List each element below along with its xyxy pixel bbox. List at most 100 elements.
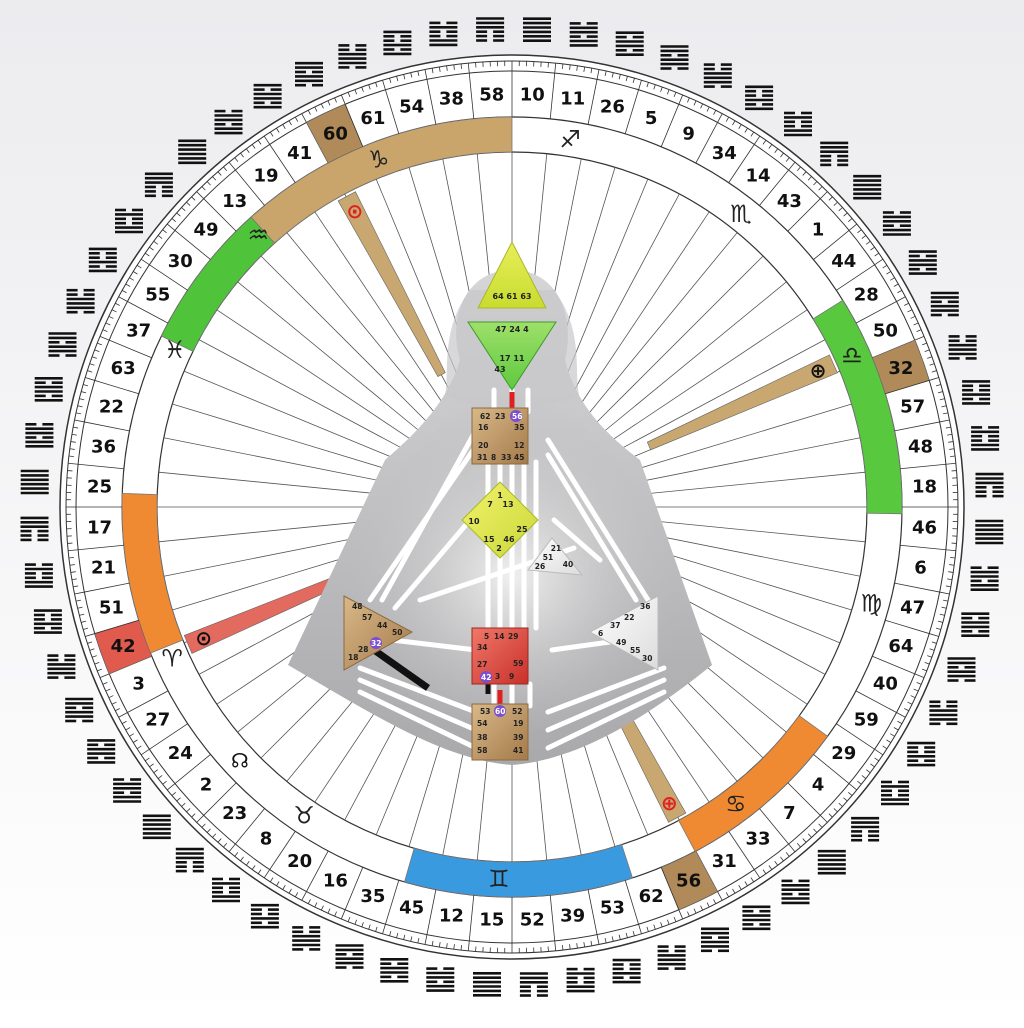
g-gate: 15 — [483, 535, 495, 544]
earth-black-glyph: ⊕ — [810, 359, 827, 383]
gate-number: 31 — [712, 851, 737, 872]
g-gate: 7 — [487, 500, 493, 509]
spleen-gate: 50 — [392, 628, 402, 637]
throat-gate: 56 — [512, 412, 522, 421]
root-center: 53 60 52 54 19 38 39 58 41 — [472, 704, 528, 760]
sun-red-glyph: ⊙ — [346, 199, 363, 223]
gate-number: 35 — [360, 886, 385, 907]
gate-number: 38 — [439, 88, 464, 109]
gate-number: 18 — [912, 477, 937, 498]
spleen-gate: 44 — [377, 621, 387, 630]
root-gate: 53 — [480, 707, 490, 716]
gate-number: 61 — [360, 108, 385, 129]
throat-gate: 20 — [478, 441, 488, 450]
ego-gate: 40 — [563, 560, 573, 569]
gate-number: 36 — [91, 436, 116, 457]
root-gate: 52 — [512, 707, 522, 716]
g-gate: 10 — [468, 517, 480, 526]
scorpio-glyph: ♏ — [730, 200, 752, 228]
gate-number: 40 — [873, 674, 898, 695]
sacral-gate: 59 — [513, 659, 523, 668]
taurus-glyph: ♉ — [293, 801, 315, 829]
solar-plexus-gate: 30 — [642, 654, 652, 663]
root-gate: 58 — [477, 746, 487, 755]
solar-plexus-gate: 37 — [610, 621, 620, 630]
gemini-glyph: ♊ — [488, 865, 510, 893]
gate-number: 15 — [479, 910, 504, 931]
ego-gate: 51 — [543, 553, 553, 562]
gate-number: 3 — [132, 674, 145, 695]
root-gate: 60 — [495, 707, 505, 716]
sun-black-glyph: ⊙ — [195, 626, 212, 650]
throat-gate: 45 — [514, 453, 524, 462]
sacral-gate: 14 — [494, 632, 504, 641]
ego-gate: 26 — [535, 562, 545, 571]
head-gates: 64 61 63 — [493, 292, 532, 301]
node-glyph: ☊ — [231, 749, 249, 773]
gate-number: 32 — [888, 358, 913, 379]
gate-number: 30 — [168, 251, 193, 272]
earth-red-glyph: ⊕ — [661, 791, 678, 815]
gate-number: 27 — [145, 709, 170, 730]
gate-number: 14 — [745, 165, 770, 186]
gate-number: 57 — [900, 397, 925, 418]
spleen-gate: 48 — [352, 602, 362, 611]
gate-number: 54 — [399, 96, 424, 117]
gate-number: 16 — [323, 870, 348, 891]
ego-gate: 21 — [551, 544, 561, 553]
solar-plexus-gate: 55 — [630, 646, 640, 655]
gate-number: 22 — [99, 397, 124, 418]
sacral-gate: 42 — [481, 673, 491, 682]
gate-number: 53 — [600, 898, 625, 919]
g-gate: 2 — [496, 544, 502, 553]
g-gate: 46 — [503, 535, 515, 544]
sacral-gate: 3 — [495, 672, 500, 681]
gate-number: 28 — [854, 285, 879, 306]
root-gate: 39 — [513, 733, 523, 742]
gate-number: 45 — [399, 898, 424, 919]
aries-glyph: ♈ — [161, 644, 183, 672]
gate-number: 60 — [323, 124, 348, 145]
cancer-glyph: ♋ — [725, 790, 747, 818]
gate-number: 63 — [111, 358, 136, 379]
gate-number: 43 — [777, 191, 802, 212]
gate-number: 19 — [253, 165, 278, 186]
throat-gate: 35 — [514, 423, 524, 432]
sacral-gate: 29 — [508, 632, 518, 641]
aquarius-glyph: ♒ — [248, 221, 270, 249]
virgo-glyph: ♍ — [861, 589, 883, 617]
spleen-gate: 32 — [371, 639, 381, 648]
gate-number: 12 — [439, 906, 464, 927]
throat-gate: 33 — [501, 453, 511, 462]
gate-number: 51 — [99, 597, 124, 618]
gate-number: 4 — [812, 774, 825, 795]
ajna-gate-last: 43 — [494, 365, 505, 374]
solar-plexus-gate: 22 — [624, 613, 634, 622]
gate-number: 26 — [600, 96, 625, 117]
spleen-gate: 28 — [358, 645, 368, 654]
throat-gate: 31 — [477, 453, 487, 462]
g-gate: 25 — [516, 525, 528, 534]
ajna-gates-bottom: 17 11 — [499, 354, 524, 363]
gate-number: 21 — [91, 558, 116, 579]
gate-number: 8 — [260, 829, 273, 850]
spleen-gate: 18 — [348, 653, 358, 662]
g-gate: 13 — [502, 500, 513, 509]
capricorn-glyph: ♑ — [368, 146, 390, 174]
gate-number: 25 — [87, 477, 112, 498]
g-gate: 1 — [497, 491, 503, 500]
ajna-gates-top: 47 24 4 — [495, 325, 529, 334]
libra-glyph: ♎ — [841, 342, 863, 370]
throat-gate: 23 — [495, 412, 505, 421]
gate-number: 7 — [783, 803, 796, 824]
sacral-center: 5 14 29 34 27 59 42 3 9 — [472, 628, 528, 684]
gate-number: 56 — [676, 870, 701, 891]
gate-number: 1 — [812, 220, 825, 241]
gate-number: 2 — [200, 774, 213, 795]
throat-gate: 62 — [480, 412, 490, 421]
gate-number: 23 — [222, 803, 247, 824]
sacral-gate: 5 — [484, 632, 489, 641]
gate-number: 10 — [520, 84, 545, 105]
gate-number: 52 — [520, 910, 545, 931]
